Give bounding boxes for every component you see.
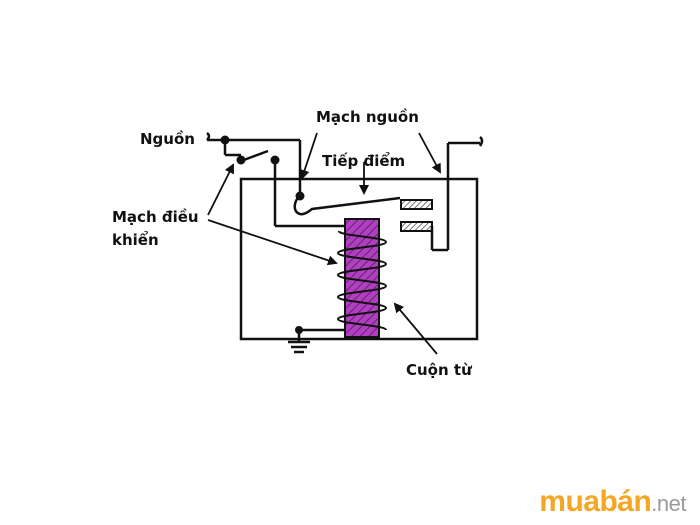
label-mach-dieu-khien-line1: Mạch điều [112,208,199,226]
label-tiep-diem: Tiếp điểm [322,152,406,170]
muaban-watermark: muabán.net [539,485,686,519]
label-mach-dieu-khien-line2: khiển [112,231,159,249]
output-wire [430,136,484,252]
arrow-mach-dieu-khien-top [207,163,234,216]
upper-contact [400,199,433,210]
terminal-dot [236,155,246,165]
watermark-main: muabán [539,485,652,518]
lower-contact [400,221,433,232]
label-mach-nguon: Mạch nguồn [316,108,419,126]
armature [293,194,401,216]
arrow-mach-nguon-right [418,132,441,174]
arrow-mach-nguon-left [299,132,318,180]
control-switch [240,149,345,228]
label-nguon: Nguồn [140,130,195,148]
relay-housing [239,177,479,341]
terminal-dot [295,326,303,334]
arrow-mach-dieu-khien-coil [207,219,338,266]
label-cuon-tu: Cuộn từ [406,361,472,379]
watermark-tld: .net [651,491,686,516]
coil-winding [336,230,388,331]
arrow-cuon-tu [393,302,438,355]
ground-symbol [288,328,345,354]
terminal-dot [270,155,280,165]
terminal-dot [220,135,230,145]
